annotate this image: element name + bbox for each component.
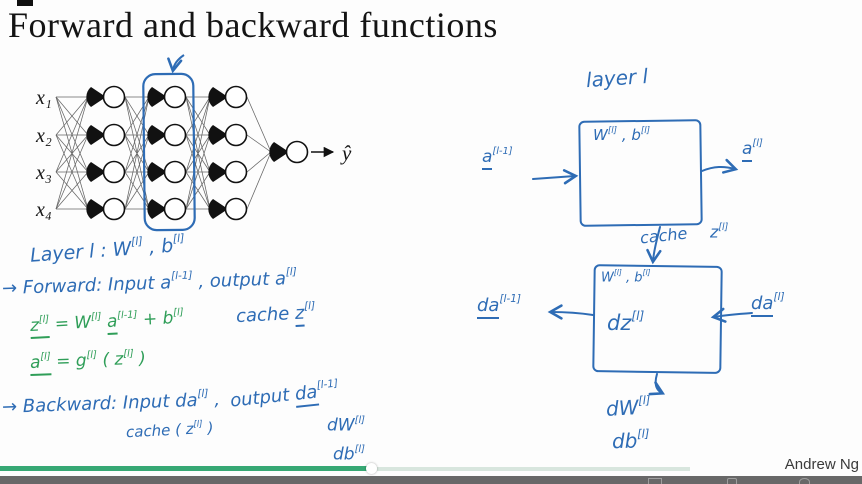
backward-in-right-label: da[l]	[751, 292, 785, 317]
gradient-dw-label: dW[l]	[605, 393, 651, 421]
input-label-x1: x₁	[35, 87, 52, 109]
backward-box-params: W[l] , b[l]	[601, 267, 651, 286]
input-label-x3: x₃	[35, 162, 52, 184]
volume-icon[interactable]	[727, 478, 737, 484]
neuron-node	[208, 197, 248, 221]
forward-out-arrow	[701, 158, 739, 174]
neuron-node	[147, 197, 187, 221]
neuron-node	[86, 160, 126, 184]
neuron-node	[86, 123, 126, 147]
cache-arrow	[646, 226, 662, 265]
forward-box-label: W[l] , b[l]	[593, 125, 651, 144]
forward-box	[578, 119, 703, 227]
neuron-node	[208, 123, 248, 147]
neuron-node	[147, 123, 187, 147]
note-dw: dW[l]	[327, 414, 366, 436]
forward-in-label: a[l-1]	[482, 146, 513, 170]
gradient-db-label: db[l]	[611, 426, 650, 454]
backward-out-left-arrow	[547, 304, 594, 320]
neuron-node	[147, 85, 187, 109]
note-cache-z: cache z[l]	[235, 300, 316, 328]
neuron-node	[86, 85, 126, 109]
settings-gear-icon[interactable]	[799, 478, 810, 484]
player-ui-fragment	[17, 0, 33, 6]
slide-title: Forward and backward functions	[8, 5, 498, 45]
layer-highlight-box	[142, 72, 196, 232]
network-input-labels: x₁ x₂ x₃ x₄	[35, 87, 52, 221]
flow-layer-title: layer l	[585, 63, 649, 93]
gradients-arrow	[648, 373, 666, 396]
forward-out-label: a[l]	[742, 138, 763, 162]
pip-icon[interactable]	[648, 478, 662, 484]
backward-in-right-arrow	[710, 307, 753, 323]
output-label: ŷ	[340, 141, 352, 165]
forward-in-arrow	[532, 169, 579, 185]
input-label-x2: x₂	[35, 125, 52, 147]
progress-bar-track[interactable]	[377, 467, 690, 471]
progress-bar-played[interactable]	[0, 466, 368, 471]
flow-diagram	[532, 119, 753, 396]
neuron-node	[86, 197, 126, 221]
input-label-x4: x₄	[35, 199, 52, 221]
network-connections	[55, 96, 272, 210]
neuron-node	[208, 85, 248, 109]
progress-playhead[interactable]	[366, 463, 377, 474]
neuron-node	[147, 160, 187, 184]
neuron-node	[208, 160, 248, 184]
cache-var-label: z[l]	[710, 221, 729, 242]
backward-out-left-label: da[l-1]	[477, 294, 521, 319]
layer-pointer-arrow	[167, 54, 185, 74]
note-db: db[l]	[333, 443, 366, 465]
backward-box-main: dz[l]	[607, 309, 645, 335]
player-control-bar[interactable]	[0, 476, 862, 484]
network-nodes	[86, 85, 309, 221]
author-credit: Andrew Ng	[784, 456, 859, 473]
neuron-node	[269, 140, 309, 164]
